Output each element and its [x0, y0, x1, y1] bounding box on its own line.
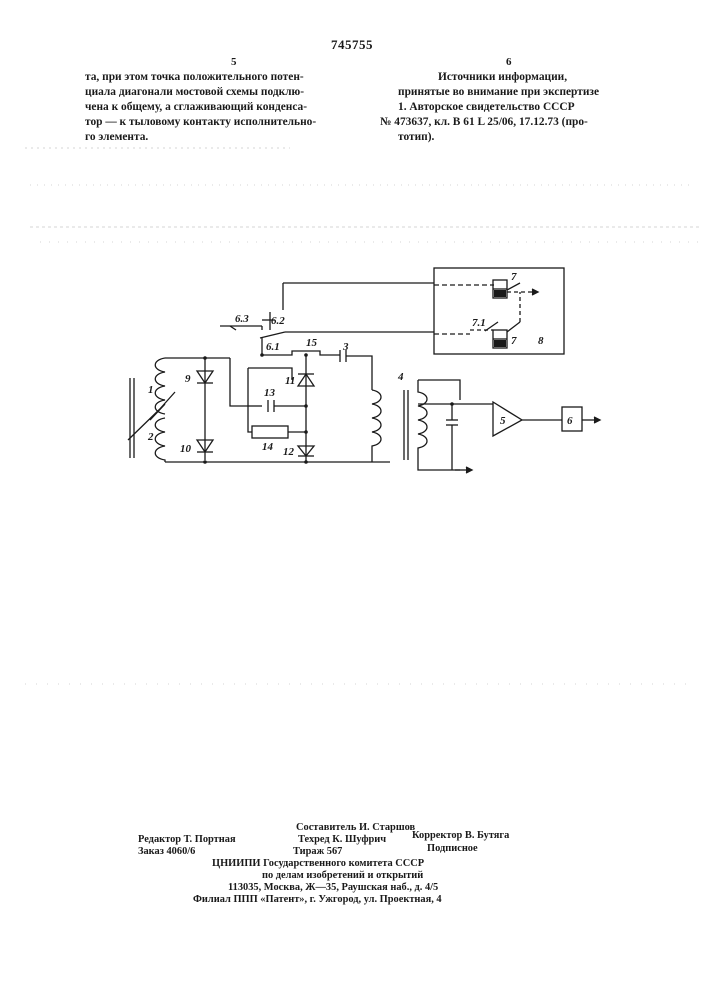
editor-line: Редактор Т. Портная	[138, 834, 236, 847]
label-6: 6	[567, 415, 573, 427]
label-1: 1	[148, 384, 154, 396]
label-13: 13	[264, 387, 276, 399]
label-6-2: 6.2	[271, 315, 285, 327]
org-line-4: Филиал ППП «Патент», г. Ужгород, ул. Про…	[193, 894, 442, 907]
order-line: Заказ 4060/6	[138, 846, 195, 859]
techred-line: Техред К. Шуфрич	[298, 834, 386, 847]
label-3: 3	[342, 341, 349, 353]
label-10: 10	[180, 443, 192, 455]
label-8: 8	[538, 335, 544, 347]
label-6-3: 6.3	[235, 313, 249, 325]
org-line-2: по делам изобретений и открытий	[262, 870, 423, 883]
label-12: 12	[283, 446, 295, 458]
label-6-1: 6.1	[266, 341, 280, 353]
label-7-upper: 7	[511, 271, 517, 283]
label-9: 9	[185, 373, 191, 385]
label-14: 14	[262, 441, 274, 453]
corrector-line: Корректор В. Бутяга	[412, 830, 509, 843]
compiler-line: Составитель И. Старшов	[296, 822, 415, 835]
label-7-1: 7.1	[472, 317, 486, 329]
label-15: 15	[306, 337, 318, 349]
label-11: 11	[285, 375, 295, 387]
org-line-3: 113035, Москва, Ж—35, Раушская наб., д. …	[228, 882, 438, 895]
label-4: 4	[397, 371, 404, 383]
circulation-line: Тираж 567	[293, 846, 342, 859]
subscription-line: Подписное	[427, 843, 478, 856]
label-7-lower: 7	[511, 335, 517, 347]
label-2: 2	[147, 431, 154, 443]
label-5: 5	[500, 415, 506, 427]
org-line-1: ЦНИИПИ Государственного комитета СССР	[212, 858, 424, 871]
